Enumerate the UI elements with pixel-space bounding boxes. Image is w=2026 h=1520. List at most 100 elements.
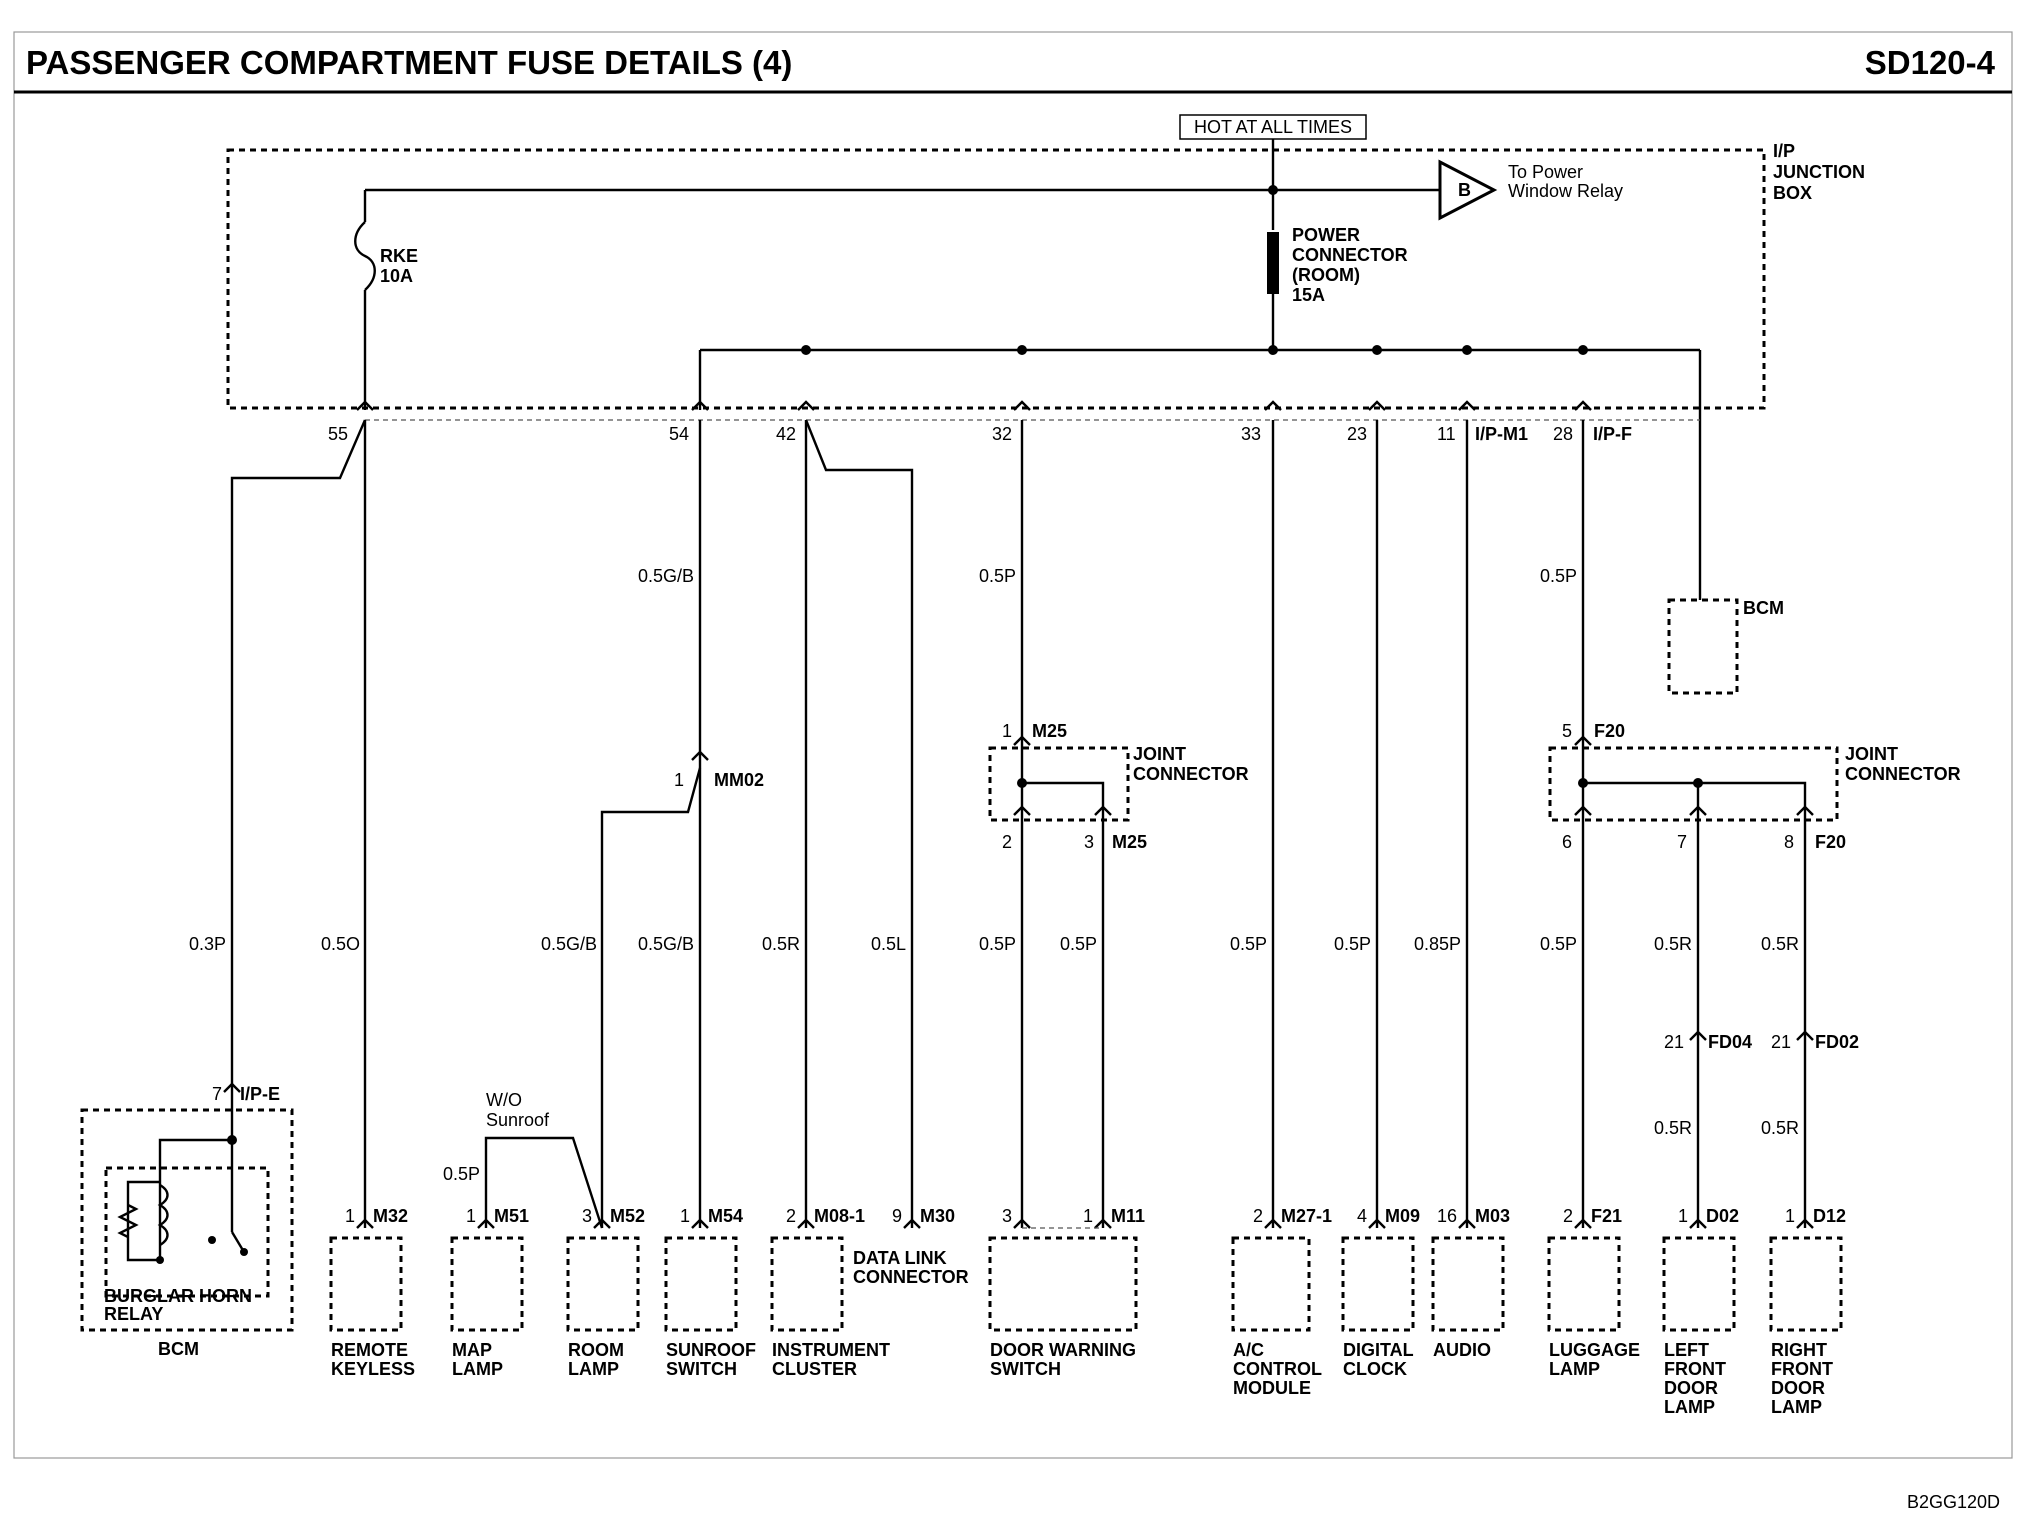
pin-label: 54 [669, 424, 689, 444]
wire-color-label: 0.5G/B [638, 566, 694, 586]
connector-chevrons [223, 400, 1814, 1229]
pin-label: 55 [328, 424, 348, 444]
pin-label: 1 [674, 770, 684, 790]
wire-color-label: 0.85P [1414, 934, 1461, 954]
junction-box: I/P JUNCTION BOX HOT AT ALL TIMES B To P… [226, 114, 1865, 600]
connector-label: I/P-E [240, 1084, 280, 1104]
hot-at-all-times-box [1179, 114, 1367, 140]
pin-label: 5 [1562, 721, 1572, 741]
component-name: LAMP [452, 1359, 503, 1379]
junction-box-label: BOX [1773, 183, 1812, 203]
junction-box-label: I/P [1773, 141, 1795, 161]
component-pin: 1 [1678, 1206, 1688, 1226]
component-box [664, 1236, 738, 1332]
component-pin: 2 [1253, 1206, 1263, 1226]
component-pin: 16 [1437, 1206, 1457, 1226]
connector-label: I/P-F [1593, 424, 1632, 444]
relay-tag: B [1458, 180, 1471, 200]
component-name: LAMP [568, 1359, 619, 1379]
wire-color-label: 0.5P [979, 566, 1016, 586]
rke-fuse-label: RKE [380, 246, 418, 266]
bcm-upper-box [1667, 598, 1739, 695]
component-name: A/C [1233, 1340, 1264, 1360]
joint-connector-label: CONNECTOR [1845, 764, 1961, 784]
component-name: KEYLESS [331, 1359, 415, 1379]
pin-label: 42 [776, 424, 796, 444]
wire-color-label: 0.5R [1654, 1118, 1692, 1138]
wire-color-label: 0.5R [1761, 1118, 1799, 1138]
footer-code: B2GG120D [1907, 1492, 2000, 1512]
component-name: INSTRUMENT [772, 1340, 890, 1360]
joint-connector-m25 [988, 746, 1130, 822]
component-box [1341, 1236, 1415, 1332]
hot-at-all-times-label: HOT AT ALL TIMES [1194, 117, 1352, 137]
component-pin: 1 [466, 1206, 476, 1226]
component-connector: M08-1 [814, 1206, 865, 1226]
component-name: DOOR WARNING [990, 1340, 1136, 1360]
power-connector-label: POWER [1292, 225, 1360, 245]
pin-label: 8 [1784, 832, 1794, 852]
component-name: MODULE [1233, 1378, 1311, 1398]
power-connector-label: (ROOM) [1292, 265, 1360, 285]
component-name: CONTROL [1233, 1359, 1322, 1379]
joint-connector-label: JOINT [1845, 744, 1898, 764]
component-name: CONNECTOR [853, 1267, 969, 1287]
wire-color-label: 0.5R [762, 934, 800, 954]
component-box [1662, 1236, 1736, 1332]
wire-color-label: 0.5P [1060, 934, 1097, 954]
component-name: AUDIO [1433, 1340, 1491, 1360]
pin-label: 21 [1664, 1032, 1684, 1052]
wire-labels: 0.3P 0.5O 0.5P 0.5G/B 0.5G/B 0.5G/B 0.5R… [189, 566, 1799, 1184]
component-pin: 2 [1563, 1206, 1573, 1226]
component-name: ROOM [568, 1340, 624, 1360]
connector-chevron [1574, 400, 1592, 411]
connector-label: M25 [1112, 832, 1147, 852]
component-pin: 1 [1083, 1206, 1093, 1226]
component-name: LUGGAGE [1549, 1340, 1640, 1360]
component-name: CLUSTER [772, 1359, 857, 1379]
connector-label: MM02 [714, 770, 764, 790]
pin-label: 33 [1241, 424, 1261, 444]
component-name: DATA LINK [853, 1248, 947, 1268]
component-box [1547, 1236, 1621, 1332]
joint-connectors: JOINT CONNECTOR JOINT CONNECTOR BCM [988, 598, 1961, 822]
page-title: PASSENGER COMPARTMENT FUSE DETAILS (4) [26, 44, 792, 81]
connector-label: I/P-M1 [1475, 424, 1528, 444]
wire-color-label: 0.5L [871, 934, 906, 954]
component-connector: M52 [610, 1206, 645, 1226]
relay-label: Window Relay [1508, 181, 1623, 201]
component-name: FRONT [1664, 1359, 1726, 1379]
wire-color-label: 0.5R [1761, 934, 1799, 954]
rke-fuse-label: 10A [380, 266, 413, 286]
component-name: LAMP [1771, 1397, 1822, 1417]
component-box [329, 1236, 403, 1332]
wire-color-label: 0.5P [1540, 566, 1577, 586]
connector-label: F20 [1594, 721, 1625, 741]
wire-color-label: 0.5P [1230, 934, 1267, 954]
component-connector: M51 [494, 1206, 529, 1226]
pin-label: 21 [1771, 1032, 1791, 1052]
relay-resistor-symbol [117, 1203, 139, 1239]
component-name: DOOR [1771, 1378, 1825, 1398]
connector-label: FD02 [1815, 1032, 1859, 1052]
component-name: RIGHT [1771, 1340, 1827, 1360]
component-connector: M03 [1475, 1206, 1510, 1226]
junction-box-label: JUNCTION [1773, 162, 1865, 182]
component-pin: 1 [680, 1206, 690, 1226]
wire-color-label: 0.5O [321, 934, 360, 954]
component-box [450, 1236, 524, 1332]
component-name: DIGITAL [1343, 1340, 1414, 1360]
wire-color-label: 0.5P [1540, 934, 1577, 954]
pin-label: 7 [1677, 832, 1687, 852]
component-connector: M54 [708, 1206, 743, 1226]
wire-color-label: 0.5P [443, 1164, 480, 1184]
component-name: SWITCH [666, 1359, 737, 1379]
connector-chevron [1013, 400, 1031, 411]
component-box [1431, 1236, 1505, 1332]
